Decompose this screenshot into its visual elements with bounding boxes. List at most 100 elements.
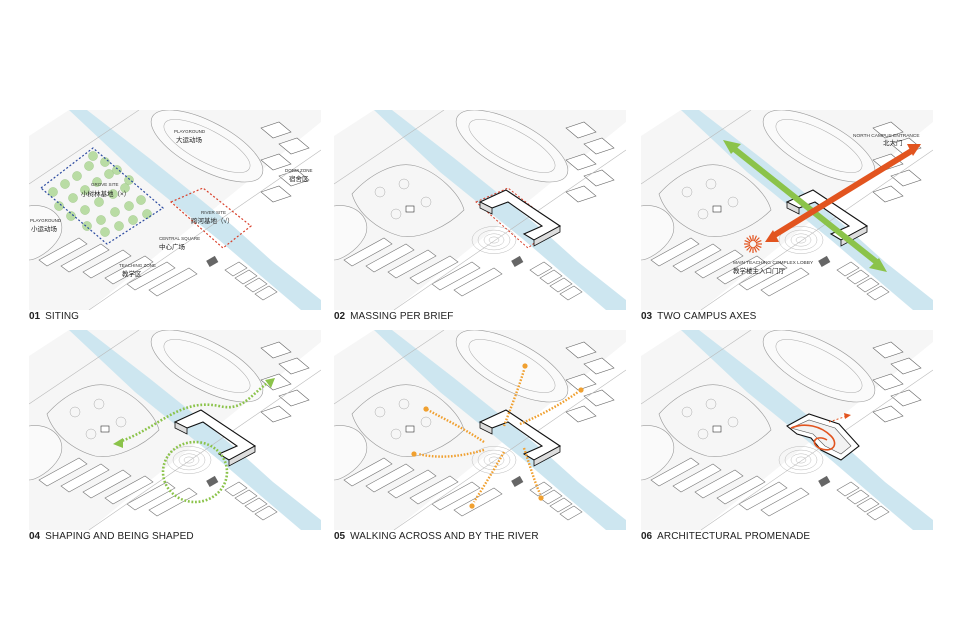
tree-icon bbox=[390, 428, 402, 440]
diagram-shaping bbox=[29, 330, 321, 530]
east-block bbox=[846, 489, 870, 505]
plaza-ring bbox=[795, 456, 807, 464]
plaza-ring bbox=[778, 446, 824, 474]
panel-title: SITING bbox=[45, 311, 80, 322]
north-track bbox=[150, 330, 264, 403]
green-axis-head-nw bbox=[723, 140, 741, 154]
panel-siting: PLAYGROUND 大运动场 GROVE SITE 小树林基地（×） DORM… bbox=[29, 110, 321, 325]
tree-icon bbox=[60, 179, 70, 189]
dorm-block bbox=[583, 169, 615, 187]
panel-title: SHAPING AND BEING SHAPED bbox=[45, 531, 194, 542]
green-flow-head-west bbox=[113, 438, 123, 448]
north-field bbox=[468, 119, 556, 173]
burst-ray bbox=[754, 245, 760, 251]
north-track bbox=[762, 330, 876, 403]
burst-ray bbox=[753, 235, 757, 242]
building-face bbox=[174, 421, 188, 435]
road-line bbox=[393, 149, 626, 310]
dorm-block bbox=[565, 405, 597, 423]
tree-icon bbox=[420, 416, 432, 428]
burst-ray bbox=[753, 246, 757, 253]
grove-trees bbox=[48, 151, 152, 237]
walk-path bbox=[519, 391, 579, 426]
teaching-block bbox=[82, 469, 132, 499]
road-line bbox=[700, 369, 933, 530]
tree-icon bbox=[136, 195, 146, 205]
east-block bbox=[224, 261, 248, 277]
walk-arrow-head bbox=[538, 495, 544, 501]
east-block bbox=[529, 261, 553, 277]
building-face bbox=[228, 445, 256, 467]
tree-icon bbox=[108, 189, 118, 199]
tree-icon bbox=[80, 205, 90, 215]
river-channel bbox=[374, 110, 626, 310]
north-track bbox=[150, 110, 264, 183]
tree-icon bbox=[54, 201, 64, 211]
east-block bbox=[539, 489, 563, 505]
burst-ray bbox=[749, 235, 753, 242]
plaza-ring bbox=[477, 449, 511, 471]
tree-icon bbox=[727, 196, 739, 208]
road-line bbox=[88, 149, 321, 310]
river-channel bbox=[69, 330, 321, 530]
plaza-ring bbox=[790, 233, 812, 247]
building-face bbox=[479, 421, 493, 435]
panel-number: 03 bbox=[641, 311, 653, 322]
burst-ray bbox=[746, 245, 752, 251]
label-river-site-cn: 跨河基地（√） bbox=[191, 216, 234, 225]
building-face bbox=[533, 445, 561, 467]
burst-ray bbox=[746, 237, 752, 243]
dorm-block bbox=[890, 357, 922, 375]
label-lobby-cn: 教学楼主入口门厅 bbox=[733, 266, 786, 275]
dorm-block bbox=[260, 405, 292, 423]
plaza-ring bbox=[778, 226, 824, 254]
plaza-ring bbox=[178, 453, 200, 467]
east-block bbox=[549, 497, 573, 513]
dorm-block bbox=[565, 121, 597, 139]
tree-icon bbox=[681, 406, 693, 418]
pavilion-icon bbox=[405, 425, 415, 433]
promenade-ramp bbox=[790, 424, 836, 451]
tree-icon bbox=[94, 197, 104, 207]
teaching-block bbox=[38, 457, 88, 487]
dorm-block bbox=[278, 357, 310, 375]
tree-icon bbox=[88, 151, 98, 161]
teaching-block bbox=[148, 267, 198, 297]
tree-icon bbox=[104, 169, 114, 179]
tree-icon bbox=[100, 227, 110, 237]
label-north-entrance-cn: 北大门 bbox=[883, 138, 903, 147]
grove-sketch bbox=[351, 164, 465, 237]
walk-paths bbox=[411, 363, 584, 509]
north-field bbox=[163, 339, 251, 393]
grove-sketch bbox=[46, 384, 160, 457]
teaching-block bbox=[672, 463, 722, 493]
river-site-outline bbox=[169, 187, 252, 249]
walk-arrow-head bbox=[411, 451, 417, 457]
grove-outline bbox=[658, 384, 772, 457]
diagram-massing bbox=[334, 110, 626, 310]
base-map bbox=[29, 110, 321, 310]
east-block bbox=[234, 269, 258, 285]
tree-icon bbox=[72, 171, 82, 181]
plaza-rings bbox=[778, 446, 824, 474]
pavilion-icon bbox=[405, 205, 415, 213]
gate-icon bbox=[206, 255, 219, 267]
tree-icon bbox=[112, 165, 122, 175]
teaching-block bbox=[82, 249, 132, 279]
panel-title: TWO CAMPUS AXES bbox=[657, 311, 757, 322]
east-block bbox=[866, 285, 890, 301]
lobby-burst-icon bbox=[744, 235, 762, 253]
diagram-axes: NORTH CAMPUS ENTRANCE 北大门 MAIN TEACHING … bbox=[641, 110, 933, 310]
east-block bbox=[224, 481, 248, 497]
east-block bbox=[866, 505, 890, 521]
grove-outline bbox=[46, 384, 160, 457]
label-grove-site-en: GROVE SITE bbox=[91, 182, 119, 187]
dorm-block bbox=[565, 185, 597, 203]
road-line bbox=[334, 330, 445, 405]
tree-icon bbox=[82, 221, 92, 231]
burst-ray bbox=[749, 246, 753, 253]
east-block bbox=[856, 497, 880, 513]
green-axis-arrow bbox=[731, 145, 881, 267]
teaching-block bbox=[409, 255, 459, 285]
